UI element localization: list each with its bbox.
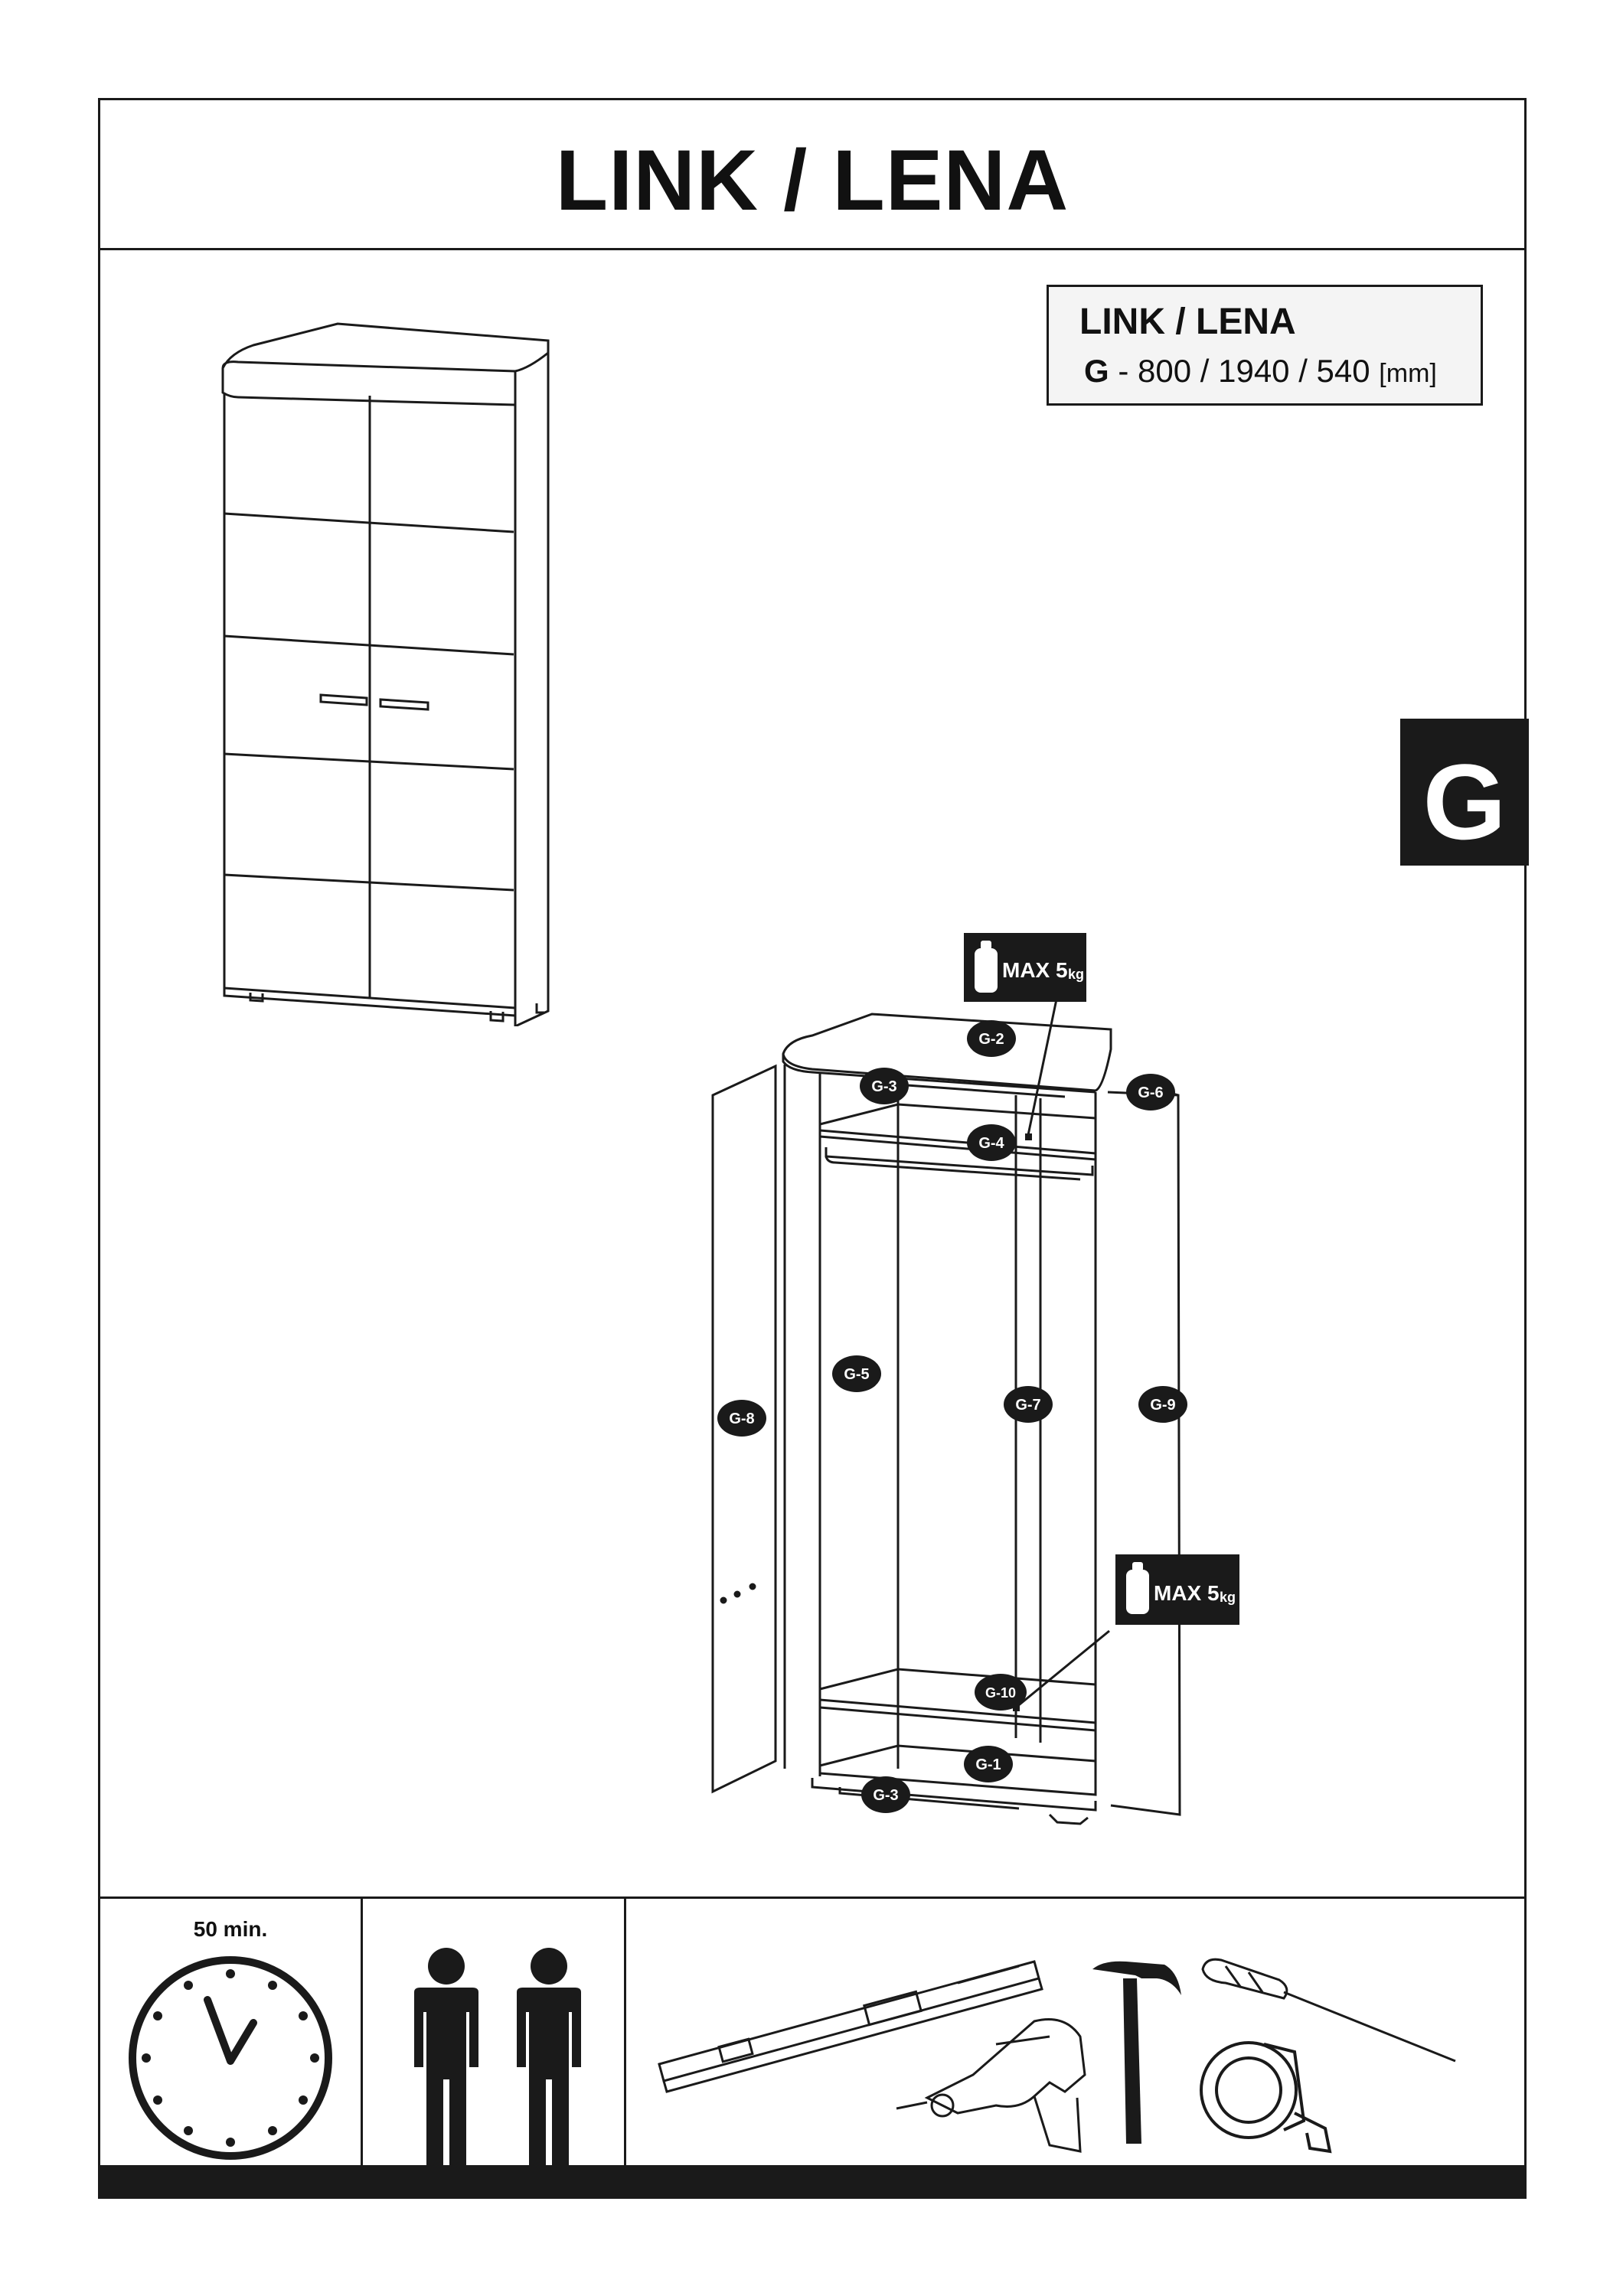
svg-text:G-5: G-5 (844, 1366, 869, 1383)
part-label-g10: G-10 (975, 1674, 1027, 1711)
svg-text:G-3: G-3 (871, 1078, 896, 1095)
weight-icon (975, 941, 998, 993)
svg-text:G-1: G-1 (975, 1756, 1001, 1773)
screwdriver-icon (1201, 1958, 1456, 2063)
part-label-g7: G-7 (1004, 1386, 1053, 1423)
cabinet-closed-illustration (221, 322, 550, 1026)
part-label-g6: G-6 (1126, 1074, 1175, 1110)
part-label-g8: G-8 (717, 1400, 766, 1437)
max-load-upper-unit: kg (1068, 967, 1084, 982)
part-label-g9: G-9 (1138, 1386, 1187, 1423)
dimensions-separator: - (1118, 353, 1129, 389)
max-load-badge-lower: MAX 5 kg (1115, 1554, 1239, 1625)
footer-divider (624, 1899, 626, 2170)
part-label-g5: G-5 (832, 1355, 881, 1392)
dimensions-box: LINK / LENA G - 800 / 1940 / 540 [mm] (1047, 285, 1483, 406)
hammer-icon (1092, 1961, 1181, 2144)
svg-text:G-7: G-7 (1015, 1397, 1040, 1414)
tools-illustration (658, 1958, 1456, 2154)
drill-icon (896, 2018, 1086, 2153)
svg-text:G-4: G-4 (978, 1135, 1004, 1152)
svg-text:G-2: G-2 (978, 1031, 1004, 1048)
max-load-lower-text: MAX 5 (1154, 1581, 1220, 1605)
dimensions-code: G (1084, 353, 1109, 389)
part-label-g3-top: G-3 (860, 1068, 909, 1104)
footer-bar (100, 2165, 1524, 2199)
title-band: LINK / LENA (100, 100, 1524, 250)
section-tab-letter: G (1422, 742, 1507, 862)
max-load-lower-unit: kg (1220, 1590, 1236, 1605)
svg-text:G-9: G-9 (1150, 1397, 1175, 1414)
dimensions-unit: [mm] (1379, 359, 1437, 388)
section-tab: G (1400, 719, 1529, 866)
svg-text:G-8: G-8 (729, 1411, 754, 1427)
two-persons-icon (414, 1948, 581, 2168)
clock-icon (129, 1956, 332, 2160)
footer-divider (361, 1899, 363, 2170)
svg-text:G-10: G-10 (985, 1685, 1016, 1701)
page-title: LINK / LENA (555, 132, 1069, 228)
part-label-g2: G-2 (967, 1020, 1016, 1057)
spirit-level-icon (658, 1960, 1043, 2093)
dimensions-values: 800 / 1940 / 540 (1138, 353, 1370, 389)
max-load-upper-text: MAX 5 (1002, 958, 1068, 982)
part-label-g1: G-1 (964, 1746, 1013, 1782)
footer-panel: 50 min. (100, 1896, 1524, 2199)
assembly-time-label: 50 min. (193, 1917, 268, 1941)
dimensions-row: G - 800 / 1940 / 540 [mm] (1084, 353, 1437, 390)
part-label-g4: G-4 (967, 1124, 1016, 1161)
dimensions-product-name: LINK / LENA (1079, 302, 1296, 342)
max-load-badge-upper: MAX 5 kg (964, 933, 1086, 1002)
cabinet-parts-diagram: MAX 5 kg MAX 5 kg G-2 G-3 (711, 933, 1239, 1825)
tape-measure-icon (1200, 2041, 1332, 2154)
part-label-g3-bottom: G-3 (861, 1776, 910, 1813)
svg-text:G-3: G-3 (873, 1787, 898, 1804)
instruction-page-frame: LINK / LENA (98, 98, 1529, 2199)
svg-text:G-6: G-6 (1138, 1084, 1163, 1101)
weight-icon (1126, 1562, 1149, 1614)
